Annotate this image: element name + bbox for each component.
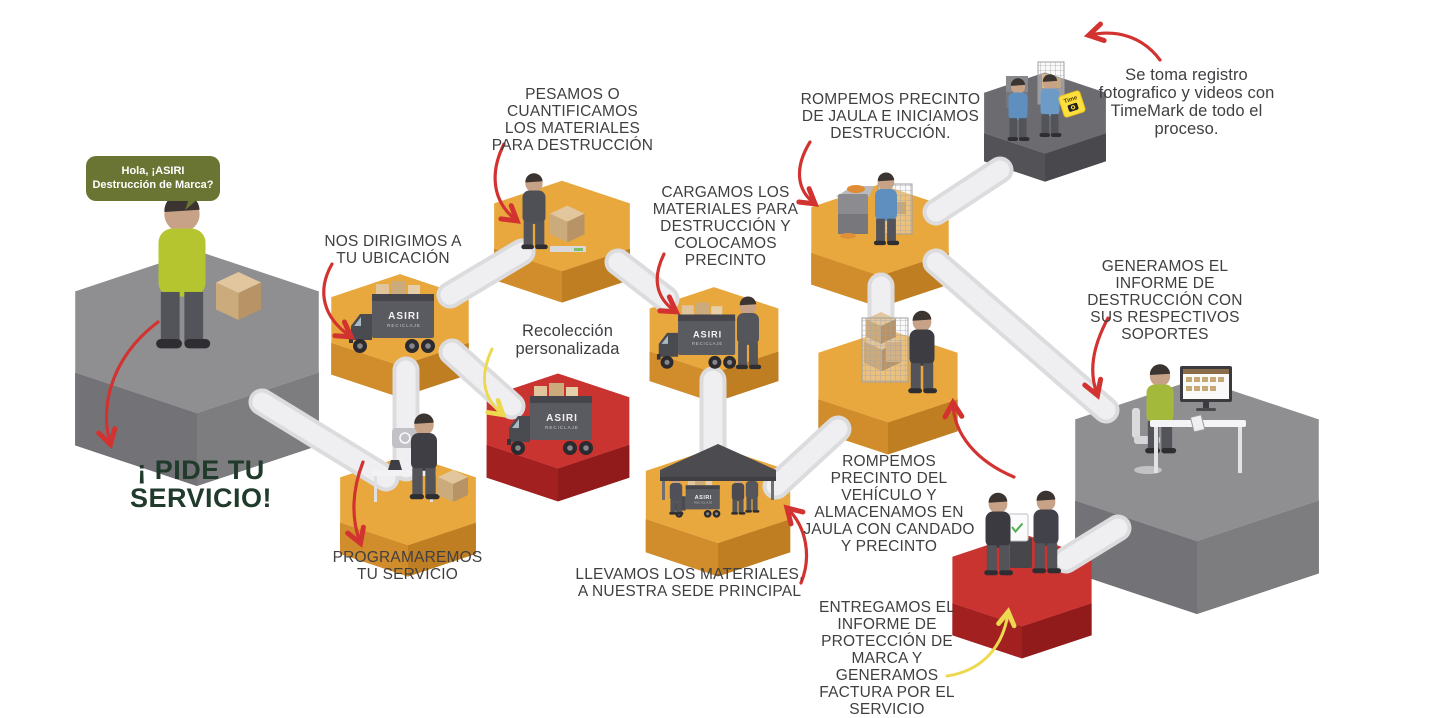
label-entregamos: ENTREGAMOS EL INFORME DE PROTECCIÓN DE M… (818, 599, 956, 718)
label-nos-dirigimos: NOS DIRIGIMOS A TU UBICACIÓN (324, 233, 462, 268)
arrow-registro-timemark (1083, 21, 1162, 62)
illustration-registro-timemark: Time (1006, 61, 1086, 141)
timemark-badge: Time (1058, 90, 1086, 118)
illustration-pesaje (521, 173, 586, 252)
arrow-entregamos (945, 607, 1017, 678)
arrow-pesamos (493, 142, 521, 224)
label-generamos: GENERAMOS EL INFORME DE DESTRUCCIÓN CON … (1087, 258, 1243, 344)
illustration-destructora (836, 172, 913, 246)
arrow-pide-tu-servicio (96, 320, 160, 450)
illustration-sede-principal (660, 444, 776, 518)
arrow-programaremos (345, 460, 366, 548)
connector-pipes (248, 156, 1132, 574)
illustration-agenda-servicio (372, 413, 468, 502)
label-registro-timemark: Se toma registro fotografico y videos co… (1098, 66, 1275, 139)
cta-pide-tu-servicio: ¡ PIDE TU SERVICIO! (129, 455, 273, 514)
arrow-nos-dirigimos (322, 262, 356, 340)
label-programaremos: PROGRAMAREMOS TU SERVICIO (332, 549, 483, 584)
arrow-llevamos (783, 504, 809, 585)
label-cargamos: CARGAMOS LOS MATERIALES PARA DESTRUCCIÓN… (652, 184, 799, 270)
label-recoleccion: Recolección personalizada (515, 322, 620, 359)
label-almacenamos: ROMPEMOS PRECINTO DEL VEHÍCULO Y ALMACEN… (803, 453, 975, 556)
illustration-informe-oficina (1132, 364, 1246, 474)
arrow-generamos (1082, 316, 1110, 400)
label-rompemos-jaula: ROMPEMOS PRECINTO DE JAULA E INICIAMOS D… (800, 91, 981, 143)
arrow-cargamos (655, 252, 681, 315)
arrow-rompemos-jaula (796, 140, 820, 207)
illustration-jaula-candado (861, 310, 937, 394)
illustration-entrega-informe (984, 490, 1061, 576)
speech-bubble: Hola, ¡ASIRI Destrucción de Marca? (86, 156, 220, 201)
timemark-badge-text: Time (1063, 95, 1079, 105)
label-llevamos: LLEVAMOS LOS MATERIALES, A NUESTRA SEDE … (575, 566, 804, 601)
arrow-almacenamos (942, 397, 1016, 479)
label-pesamos: PESAMOS O CUANTIFICAMOS LOS MATERIALES P… (491, 86, 654, 155)
arrow-recoleccion (483, 347, 507, 418)
